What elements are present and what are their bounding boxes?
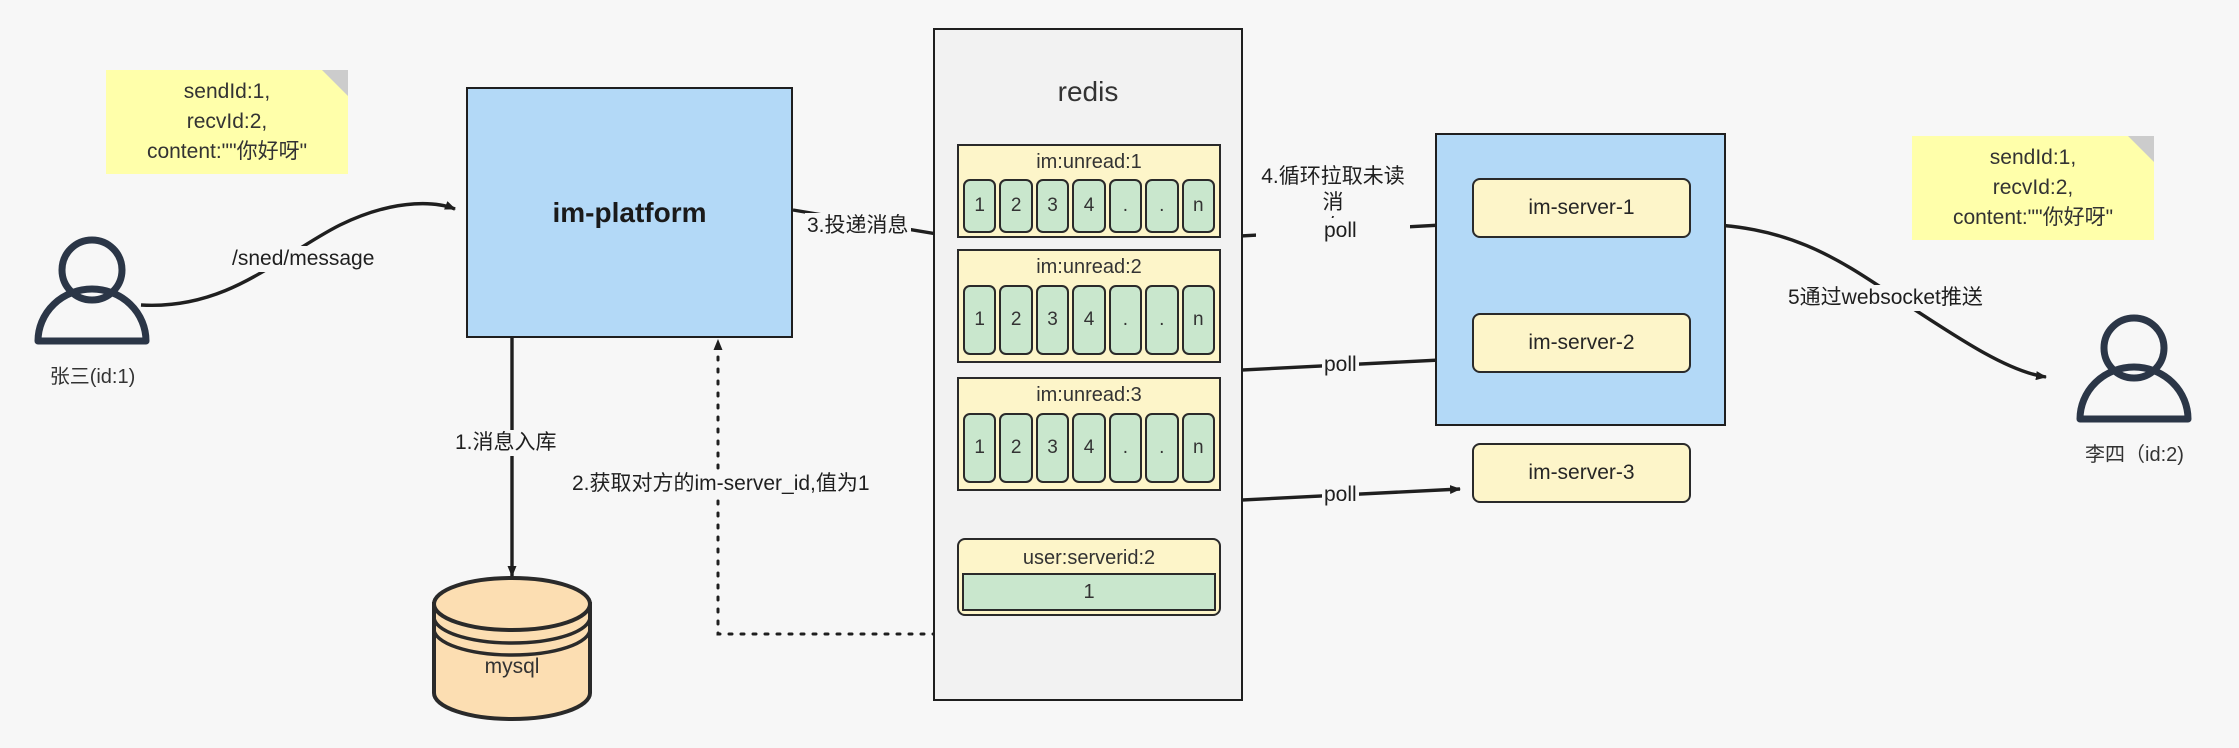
redis-cell[interactable]: 1 [963,179,997,233]
redis-title: redis [1057,76,1119,107]
redis-cell[interactable]: 1 [963,285,997,355]
redis-cell[interactable]: 3 [1035,285,1070,355]
redis-hash-userserverid[interactable]: user:serverid:2 1 [957,538,1221,616]
redis-cell[interactable]: . [1108,413,1143,483]
redis-hash-key: user:serverid:2 [1022,547,1156,569]
edge-label-poll-1: poll [1322,218,1359,244]
edge-label-step3: 3.投递消息 [805,213,911,239]
redis-cell[interactable]: . [1145,413,1179,483]
redis-cell[interactable]: 4 [1072,413,1106,483]
receiver-user-icon [2076,314,2192,423]
sticky-note-left-text: sendId:1, recvId:2, content:""你好呀" [146,80,308,163]
redis-cell[interactable]: 3 [1035,413,1070,483]
redis-cell[interactable]: 4 [1072,179,1106,233]
receiver-actor-label: 李四（id:2) [2085,444,2184,466]
sticky-note-right: sendId:1, recvId:2, content:""你好呀" [1912,136,2154,240]
redis-cell[interactable]: 4 [1072,285,1106,355]
im-server-1-label: im-server-1 [1528,196,1635,219]
redis-list-3-key: im:unread:3 [1036,384,1142,406]
edge-label-poll-3: poll [1322,482,1359,508]
im-server-cluster: im-server-1 im-server-2 im-server-3 [1435,133,1726,503]
mysql-label: mysql [484,655,540,678]
redis-list-2-key: im:unread:2 [1036,256,1142,278]
redis-cell[interactable]: . [1108,285,1143,355]
redis-list-1-key: im:unread:1 [1036,151,1142,173]
edge-label-send-message: /sned/message [230,246,377,272]
im-server-3-box[interactable]: im-server-3 [1472,443,1691,503]
redis-cell[interactable]: n [1181,285,1215,355]
redis-cell[interactable]: . [1145,179,1179,233]
redis-cell[interactable]: 2 [999,285,1033,355]
edge-label-step5: 5通过websocket推送 [1786,285,1985,311]
edge-label-step1: 1.消息入库 [453,430,559,456]
redis-list-3[interactable]: im:unread:3 1 2 3 4 . . n [957,377,1221,491]
mysql-database-icon [432,576,592,721]
im-server-2-box[interactable]: im-server-2 [1472,313,1691,373]
sticky-fold-icon [2128,136,2154,162]
im-server-2-label: im-server-2 [1528,331,1635,354]
im-server-1-box[interactable]: im-server-1 [1472,178,1691,238]
redis-cell[interactable]: n [1181,179,1215,233]
redis-cell[interactable]: 2 [999,179,1033,233]
im-platform-box[interactable]: im-platform [466,87,793,338]
redis-list-1-cells: 1 2 3 4 . . n [963,179,1215,233]
redis-container: redis im:unread:1 1 2 3 4 . . n im:unrea… [933,28,1243,701]
redis-cell[interactable]: 3 [1035,179,1070,233]
im-server-3-label: im-server-3 [1528,461,1635,484]
sender-user-icon [34,236,150,345]
sticky-fold-icon [322,70,348,96]
redis-cell[interactable]: n [1181,413,1215,483]
sticky-note-left: sendId:1, recvId:2, content:""你好呀" [106,70,348,174]
edge-label-step2: 2.获取对方的im-server_id,值为1 [570,471,872,497]
redis-list-1[interactable]: im:unread:1 1 2 3 4 . . n [957,144,1221,238]
redis-list-2[interactable]: im:unread:2 1 2 3 4 . . n [957,249,1221,363]
edge-label-poll-2: poll [1322,352,1359,378]
redis-list-3-cells: 1 2 3 4 . . n [963,413,1215,483]
redis-list-2-cells: 1 2 3 4 . . n [963,285,1215,355]
sender-actor-label: 张三(id:1) [49,366,136,388]
redis-cell[interactable]: . [1108,179,1143,233]
sticky-note-right-text: sendId:1, recvId:2, content:""你好呀" [1952,146,2114,229]
im-platform-label: im-platform [552,196,707,228]
redis-hash-value[interactable]: 1 [962,573,1216,611]
redis-cell[interactable]: 2 [999,413,1033,483]
redis-cell[interactable]: . [1145,285,1179,355]
redis-cell[interactable]: 1 [963,413,997,483]
